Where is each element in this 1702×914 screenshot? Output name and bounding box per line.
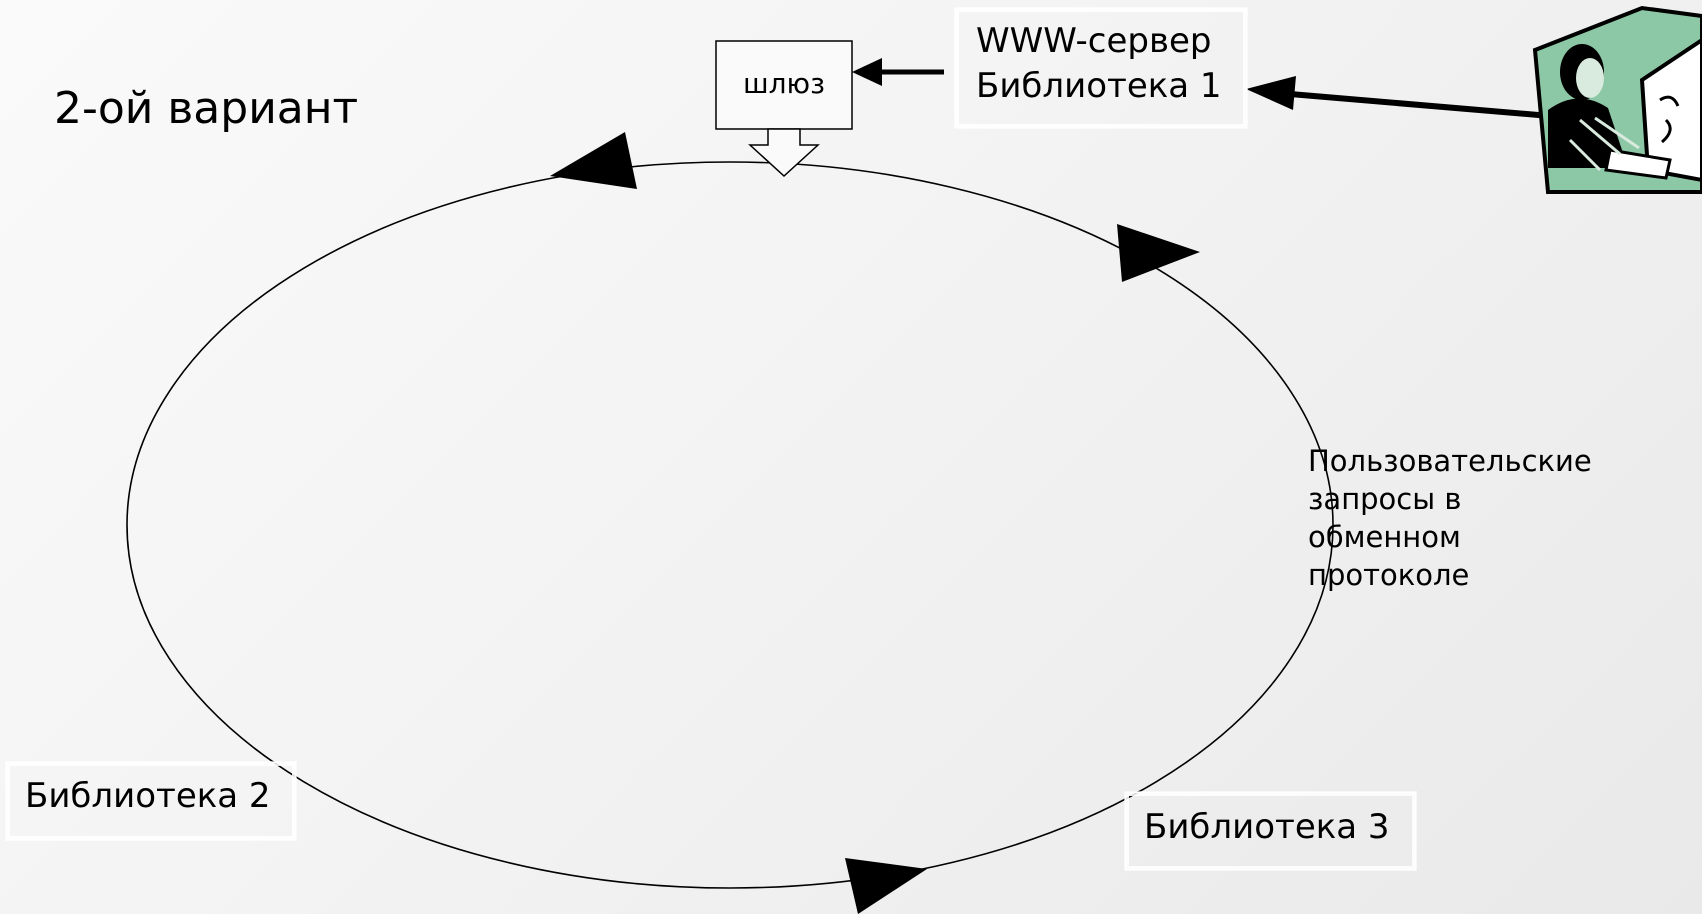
- ring-arrow-bottom: [845, 858, 927, 914]
- server-to-gateway-arrow: [852, 58, 944, 86]
- library-2-box: Библиотека 2: [6, 762, 296, 840]
- slide-title: 2-ой вариант: [54, 83, 359, 134]
- user-to-server-arrow: [1246, 76, 1551, 119]
- gateway-box: [715, 40, 853, 178]
- gateway-label: шлюз: [743, 67, 825, 100]
- network-ring: [126, 161, 1334, 889]
- protocol-note-line: запросы в: [1308, 482, 1462, 516]
- gateway-down-arrow: [748, 128, 820, 178]
- protocol-note-line: Пользовательские: [1308, 444, 1592, 478]
- server-library-name: Библиотека 1: [976, 66, 1222, 106]
- protocol-note-line: обменном: [1308, 520, 1461, 554]
- protocol-note-line: протоколе: [1308, 558, 1470, 592]
- server-name: WWW-сервер: [976, 21, 1212, 61]
- library-3-box: Библиотека 3: [1125, 792, 1416, 870]
- ring-arrow-right: [1117, 224, 1200, 282]
- ring-arrow-top: [550, 132, 637, 189]
- protocol-note: Пользовательские запросы в обменном прот…: [1308, 442, 1592, 594]
- www-server-box: WWW-сервер Библиотека 1: [955, 8, 1247, 128]
- user-at-computer-icon: [1532, 5, 1702, 194]
